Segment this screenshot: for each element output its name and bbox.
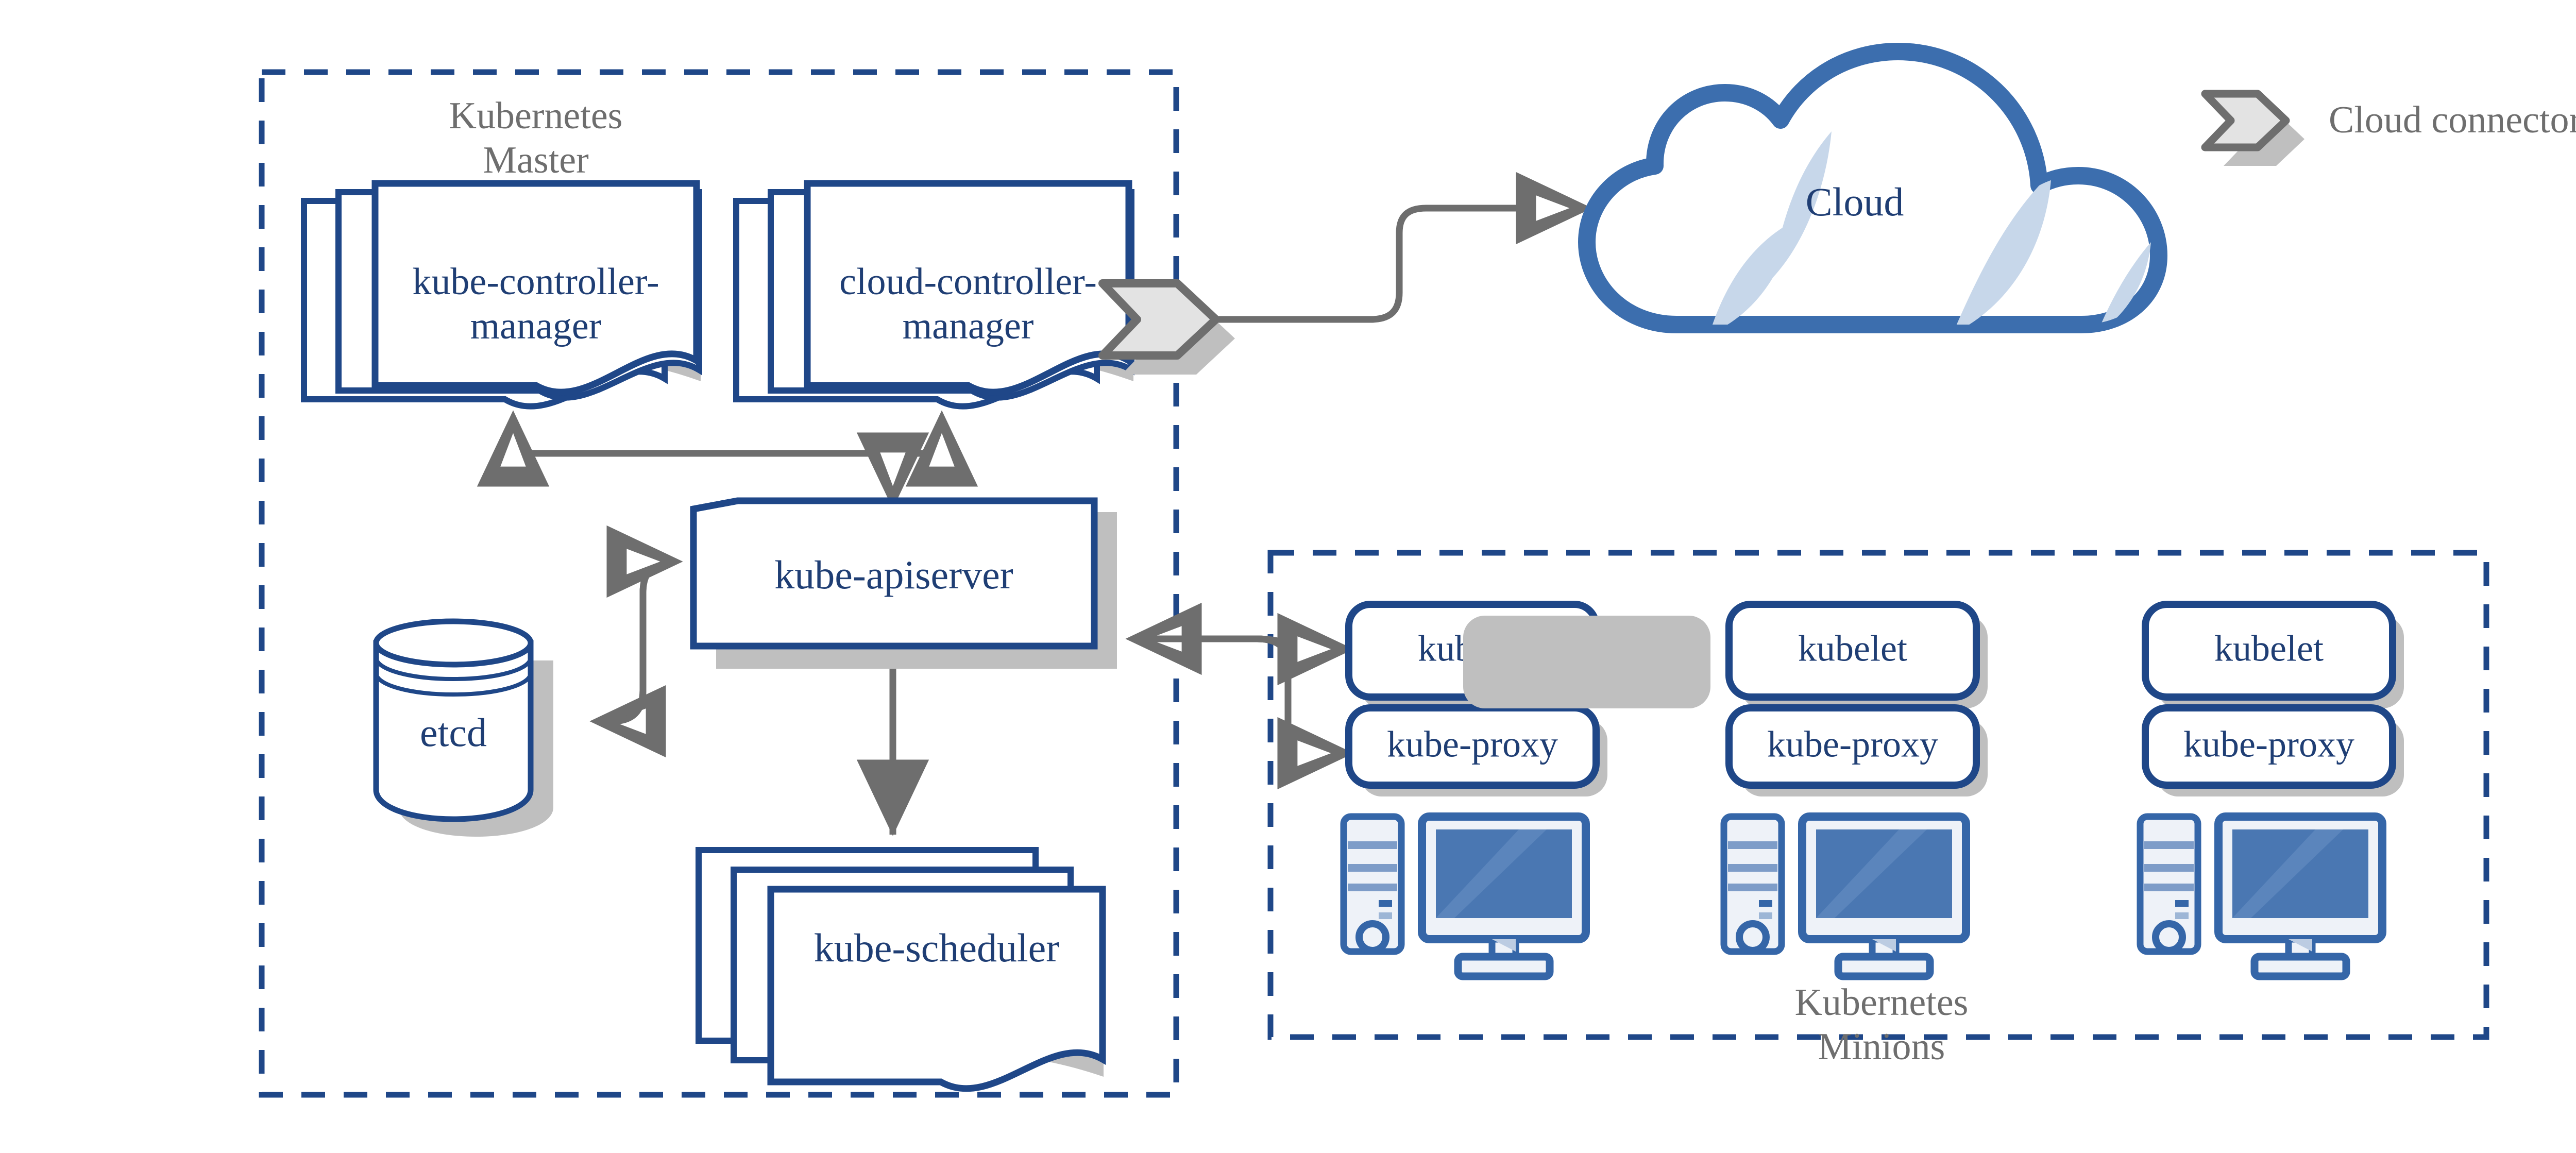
kube-apiserver-node[interactable]: kube-apiserver: [690, 497, 1117, 669]
kube-controller-manager-node[interactable]: kube-controller- manager: [301, 180, 702, 410]
etcd-label: etcd: [420, 710, 487, 755]
edge-apiserver-to-cloud-controller: [889, 410, 978, 500]
minions-group-label-line2: Minions: [1818, 1026, 1945, 1068]
master-group-label-line2: Master: [483, 139, 589, 181]
legend-cloud-connector-label: Cloud connector: [2329, 99, 2576, 141]
kube-apiserver-label: kube-apiserver: [774, 552, 1013, 597]
kube-proxy-label-1: kube-proxy: [1387, 724, 1558, 765]
legend-chevron-connector-icon: [2201, 90, 2290, 151]
cloud-accents: [1709, 131, 2151, 325]
edge-apiserver-to-kubelet: [1133, 613, 1354, 686]
desktop-computer-icon-2: [1720, 812, 1970, 980]
master-group-label-line1: Kubernetes: [449, 95, 623, 137]
kube-proxy-label-3: kube-proxy: [2183, 724, 2354, 765]
minions-group-label-line1: Kubernetes: [1795, 981, 1969, 1024]
cloud-controller-manager-node[interactable]: cloud-controller- manager: [733, 180, 1134, 410]
kubelet-label-3: kubelet: [2214, 628, 2324, 669]
cloud-connector-icon[interactable]: [1098, 279, 1235, 375]
edge-apiserver-to-etcd: [589, 558, 675, 758]
kube-proxy-label-2: kube-proxy: [1767, 724, 1938, 765]
kubelet-label-2: kubelet: [1798, 628, 1907, 669]
cloud-label: Cloud: [1806, 179, 1904, 224]
legend-cloud-connector: Cloud connector: [2201, 90, 2576, 166]
edge-cloud-connector-to-cloud: [1185, 172, 1592, 323]
minion-node-2[interactable]: kubelet kube-proxy: [1463, 601, 1988, 980]
edge-apiserver-to-kubeproxy: [1133, 635, 1354, 790]
cloud-node[interactable]: Cloud: [1578, 43, 2167, 334]
desktop-computer-icon-1: [1340, 812, 1590, 980]
minions-group-box: [1267, 550, 2489, 1040]
minion-node-3[interactable]: kubelet kube-proxy: [2137, 601, 2404, 980]
cloud-controller-manager-label-line1: cloud-controller-: [839, 261, 1097, 303]
cloud-controller-manager-label-line2: manager: [903, 305, 1034, 347]
connector-lines: [477, 172, 1592, 836]
kube-controller-manager-label-line2: manager: [470, 305, 602, 347]
edge-apiserver-to-controllers: [477, 410, 896, 500]
desktop-computer-icon-3: [2137, 812, 2386, 980]
kube-controller-manager-label-line1: kube-controller-: [412, 261, 659, 303]
kube-scheduler-label: kube-scheduler: [814, 925, 1059, 970]
edge-etcd-to-apiserver: [598, 525, 683, 725]
kube-scheduler-node[interactable]: kube-scheduler: [696, 847, 1106, 1092]
etcd-node[interactable]: etcd: [373, 618, 553, 837]
